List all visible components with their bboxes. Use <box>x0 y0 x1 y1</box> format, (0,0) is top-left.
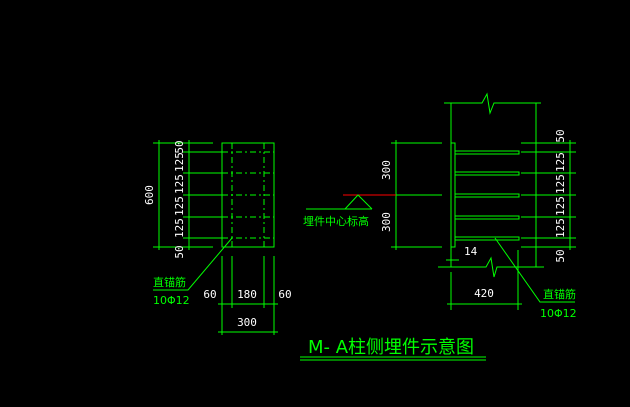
embed-plate-side <box>450 142 456 248</box>
front-width-left: 60 <box>203 288 216 301</box>
side-anchor-label: 直锚筋 <box>543 287 576 301</box>
front-view: 600 50 125 125 125 125 50 60 180 60 300 … <box>143 140 292 335</box>
bar-length: 420 <box>474 287 494 300</box>
anchor-bars-side <box>454 150 520 241</box>
front-leader-line <box>153 237 233 291</box>
front-dimension-lines <box>153 140 222 250</box>
bottom-break-line <box>438 256 544 278</box>
top-break-line <box>444 92 541 115</box>
side-upper-height: 300 <box>380 160 393 180</box>
front-spacing: 125 <box>173 174 186 194</box>
side-lower-height: 300 <box>380 212 393 232</box>
side-spacing: 50 <box>554 129 567 142</box>
front-anchor-spec: 10Φ12 <box>153 294 190 307</box>
elevation-marker <box>306 194 396 210</box>
side-anchor-spec: 10Φ12 <box>540 307 577 320</box>
front-width-right: 60 <box>278 288 291 301</box>
front-total-height: 600 <box>143 185 156 205</box>
front-spacing: 125 <box>173 196 186 216</box>
front-spacing: 50 <box>173 245 186 258</box>
side-spacing: 125 <box>554 218 567 238</box>
side-left-dimensions <box>391 140 442 250</box>
elevation-label: 埋件中心标高 <box>303 214 369 228</box>
front-spacing: 50 <box>173 140 186 153</box>
front-total-width: 300 <box>237 316 257 329</box>
anchor-bar-lines <box>222 143 274 247</box>
side-spacing: 125 <box>554 152 567 172</box>
side-view: 300 300 埋件中心标高 50 125 125 125 125 50 14 <box>303 92 577 320</box>
front-spacing: 125 <box>173 152 186 172</box>
side-bottom-dimension <box>447 250 522 310</box>
drawing-title: M- A柱侧埋件示意图 <box>308 337 474 358</box>
side-spacing: 125 <box>554 196 567 216</box>
side-spacing: 50 <box>554 249 567 262</box>
side-leader-line <box>494 237 575 303</box>
plate-thickness: 14 <box>464 245 478 258</box>
front-spacing: 125 <box>173 218 186 238</box>
side-right-dimensions <box>521 140 576 250</box>
front-anchor-label: 直锚筋 <box>153 275 186 289</box>
side-spacing: 125 <box>554 174 567 194</box>
front-width-middle: 180 <box>237 288 257 301</box>
front-bottom-dimensions <box>218 256 278 335</box>
